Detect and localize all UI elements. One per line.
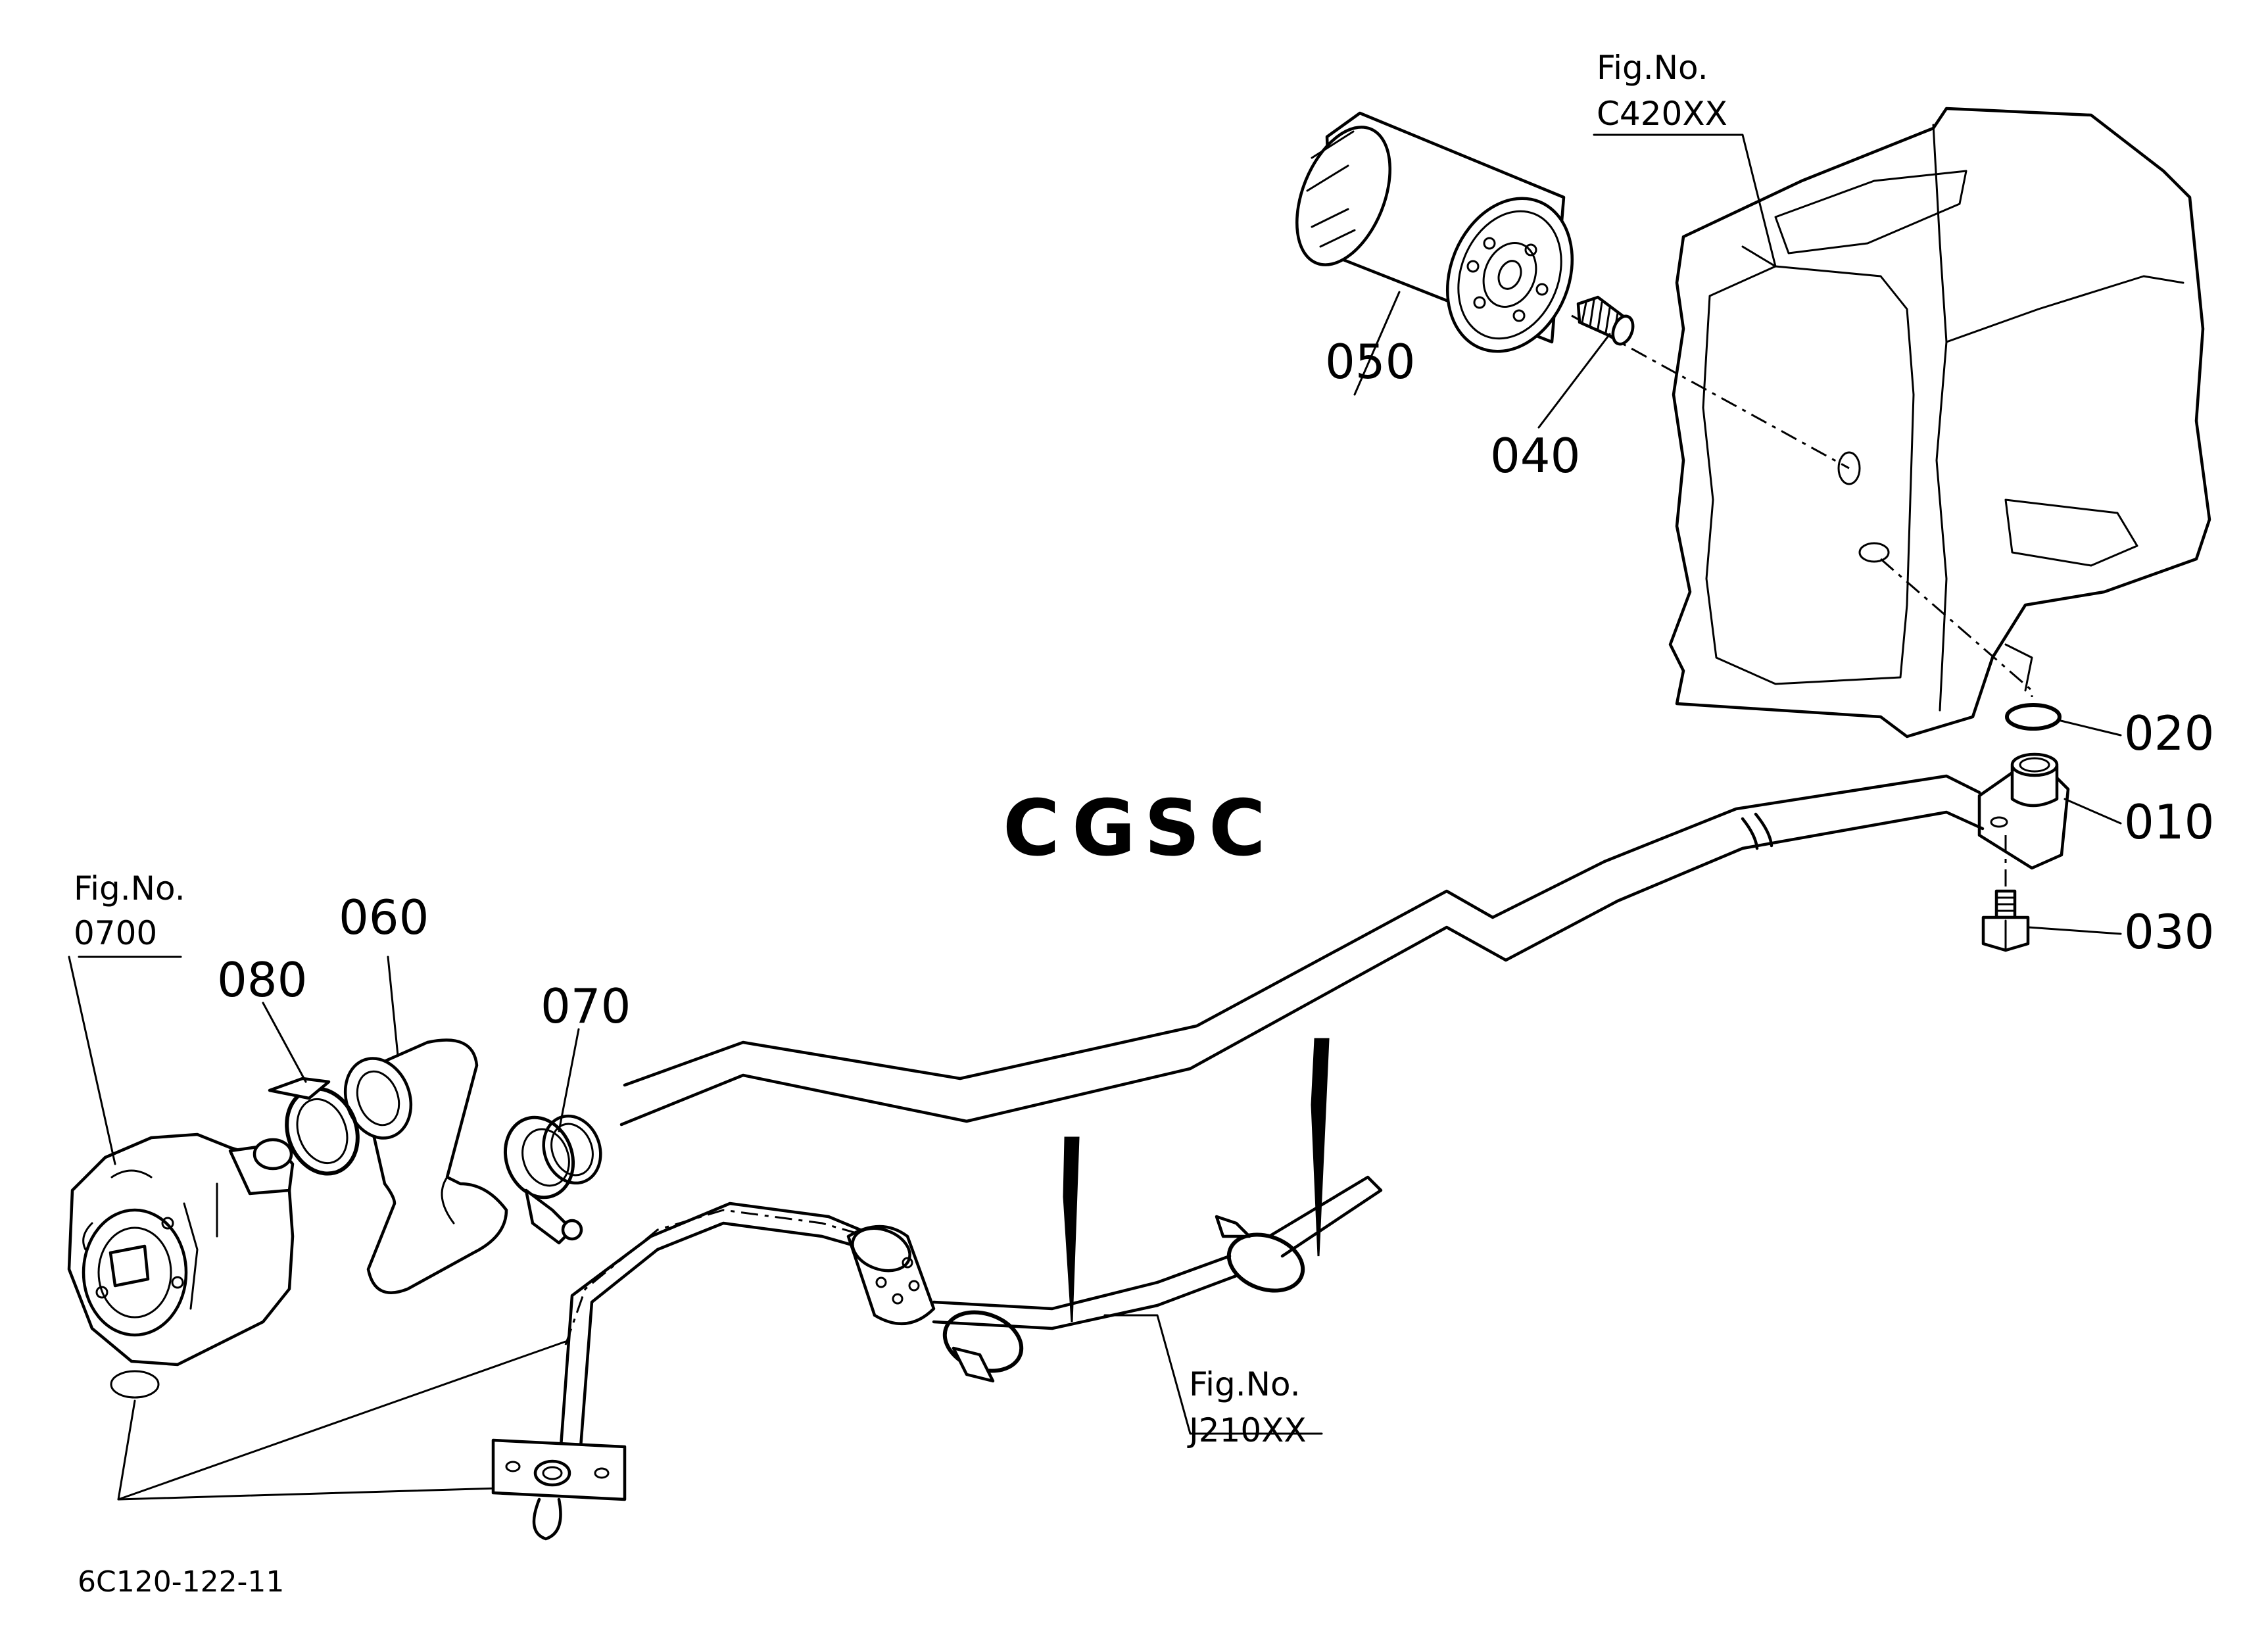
part-label-040[interactable]: 040 [1490,428,1580,483]
watermark-letter-c1: C [1003,783,1060,873]
diagram-code: 6C120-122-11 [78,1565,284,1599]
hose-clamp-080 [268,1077,360,1176]
fig-ref-j210-line2[interactable]: J210XX [1187,1411,1307,1449]
fig-ref-0700-line2[interactable]: 0700 [74,914,157,952]
part-labels: 050 040 020 010 030 060 080 070 [217,334,2214,1034]
return-pipe [619,774,1985,1127]
part-label-030[interactable]: 030 [2124,904,2214,959]
joint-screw [1576,295,1635,346]
hose-clamp-070 [503,1114,602,1245]
callout-leaders [68,133,2122,1165]
watermark-letter-s: S [1144,783,1200,873]
part-label-050[interactable]: 050 [1325,334,1415,389]
fig-ref-j210-line1[interactable]: Fig.No. [1189,1365,1301,1403]
figure-refs: Fig.No. C420XX Fig.No. 0700 Fig.No. J210… [74,49,1727,1449]
delivery-pipe-assembly [491,1038,1383,1541]
transmission-case [1668,107,2211,739]
watermark: C G S C [1003,783,1266,873]
pipe-flange [1977,752,2070,870]
part-label-060[interactable]: 060 [339,890,429,945]
part-label-070[interactable]: 070 [541,979,631,1034]
part-label-020[interactable]: 020 [2124,706,2214,761]
part-label-080[interactable]: 080 [217,952,307,1007]
watermark-letter-c2: C [1209,783,1266,873]
fig-ref-0700-line1[interactable]: Fig.No. [74,869,185,908]
o-ring [2005,703,2062,731]
bolt [1981,835,2030,952]
hydraulic-pump [67,1132,295,1367]
fig-ref-c420-line1[interactable]: Fig.No. [1597,49,1708,87]
part-label-010[interactable]: 010 [2124,794,2214,850]
watermark-letter-g: G [1072,783,1136,873]
fig-ref-c420-line2[interactable]: C420XX [1597,95,1727,133]
oil-filter-cartridge [1295,111,1574,353]
pump-o-ring [110,1370,160,1399]
hose-060 [343,1038,508,1294]
